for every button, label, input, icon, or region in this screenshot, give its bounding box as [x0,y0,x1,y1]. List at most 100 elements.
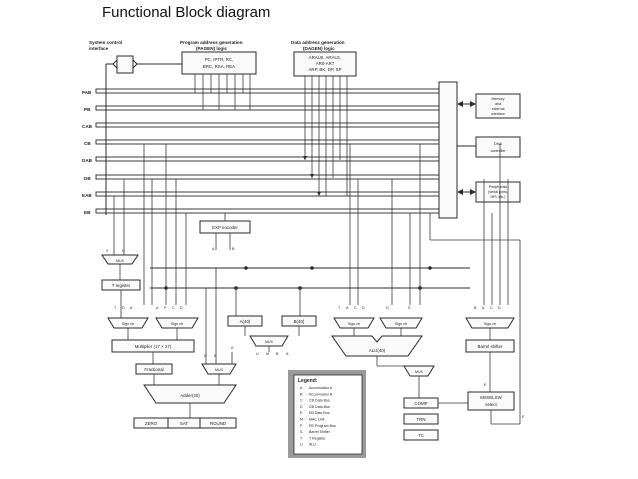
bus-cab: CAB [82,122,440,129]
svg-text:T register: T register [112,283,131,288]
comp-mux: MUX [377,365,435,398]
svg-text:EB: EB [84,210,91,215]
bus-eb: EB [84,208,440,215]
svg-text:DMA: DMA [494,142,503,146]
svg-text:TRN: TRN [416,417,425,422]
legend-description: PB Program Bus [309,424,336,428]
tc-block: TC [403,429,439,441]
svg-text:BRC, RSA, REA: BRC, RSA, REA [203,64,235,69]
svg-text:Adder(40): Adder(40) [180,393,200,398]
data-address-label-2: (DAGEN) logic [303,46,335,51]
svg-text:B: B [214,354,217,358]
svg-text:ROUND: ROUND [210,421,226,426]
svg-text:A: A [156,306,159,310]
legend-description: T Register [309,436,326,440]
svg-text:C: C [172,306,175,310]
pagen-bus-connections [194,74,251,110]
svg-text:M: M [266,352,269,356]
svg-text:PAB: PAB [82,90,92,95]
svg-text:D: D [180,306,183,310]
legend-description: CB Data Bus [309,399,330,403]
accumulator-mux: MUX U M B A [249,335,289,356]
legend-key: M [300,418,303,422]
svg-text:A: A [231,346,234,350]
legend-key: S [300,430,303,434]
svg-text:ALU(40): ALU(40) [369,348,386,353]
svg-text:DB: DB [84,176,91,181]
barrel-shifter-block: Barrel shifter [465,339,515,392]
legend-description: Barrel Shifter [309,430,331,434]
svg-text:Barrel shifter: Barrel shifter [478,344,503,349]
svg-text:D: D [386,306,389,310]
exp-encoder-block: EXP encoder A B [199,213,251,251]
svg-text:Peripherals: Peripherals [489,185,507,189]
trn-block: TRN [403,413,439,425]
adder-mux: A B A MUX [201,268,237,385]
svg-text:DAB: DAB [82,158,93,163]
svg-text:D: D [122,306,125,310]
svg-text:COMP: COMP [414,401,427,406]
svg-text:A: A [130,306,133,310]
alu-sign-ctr-right: D S Sign ctr [379,306,423,329]
svg-text:A: A [346,306,349,310]
svg-text:Sign ctr: Sign ctr [484,322,497,326]
accumulator-a: A(40) [227,315,263,336]
svg-text:A: A [482,306,485,310]
adder-block: Adder(40) [143,384,237,418]
legend-key: P [300,424,303,428]
svg-text:MUX: MUX [116,259,125,263]
svg-text:and: and [495,102,501,106]
bus-feed-lines [113,144,521,410]
program-address-label-1: Program address generation [180,40,243,45]
svg-text:E: E [484,383,487,387]
legend-description: DB Data Bus [309,405,330,409]
accumulator-b: B(40) [281,315,317,336]
legend-key: B [300,392,303,396]
svg-text:Sign ctr: Sign ctr [348,322,361,326]
svg-text:MUX: MUX [215,368,224,372]
comp-block: COMP [403,397,468,409]
svg-text:EAB: EAB [82,193,92,198]
legend-key: A [300,386,303,390]
fractional-block: Fractional [135,363,173,385]
e-bus-return: E E [484,383,525,425]
svg-text:A: A [204,354,207,358]
svg-text:C: C [490,306,493,310]
svg-text:AR0-AR7: AR0-AR7 [316,61,335,66]
svg-text:TC: TC [418,433,424,438]
data-address-label-1: Data address generation [291,40,345,45]
bus-pb: PB [84,105,440,112]
svg-text:interface: interface [491,112,505,116]
system-control-label-2: interface [89,46,109,51]
dagen-logic-box: ARAU0, ARAU1, AR0-AR7 ARP, BK, DP, SP [293,51,357,77]
svg-text:ARP, BK, DP, SP: ARP, BK, DP, SP [308,67,341,72]
svg-text:D: D [122,249,125,253]
dagen-bus-connections [303,76,348,196]
svg-text:(serial ports,: (serial ports, [488,190,508,194]
legend-description: Accumulator A [309,386,333,390]
alu-sign-ctr-left: T A C D Sign ctr [333,306,375,329]
svg-text:D: D [498,306,501,310]
treg-mux: X D MUX [101,249,139,280]
svg-text:B: B [474,306,477,310]
peripherals-block: Peripherals (serial ports, HPI, etc.) [475,181,521,203]
bus-eab: EAB [82,191,440,198]
svg-text:Sign ctr: Sign ctr [171,322,184,326]
svg-text:Multiplier (17 × 17): Multiplier (17 × 17) [135,344,172,349]
mac-sign-ctr-left: T D A A Sign ctr [107,306,159,329]
svg-text:controller: controller [491,149,507,153]
legend-key: U [300,443,303,447]
legend-key: D [300,405,303,409]
legend-description: Accumulator B [309,392,333,396]
msw-lsw-select-block: MSW/LSW select [467,391,515,424]
svg-text:A: A [286,352,289,356]
svg-text:Memory: Memory [492,97,505,101]
svg-text:P: P [164,306,167,310]
mac-sign-ctr-right: P C D Sign ctr [155,306,199,329]
svg-text:EXP encoder: EXP encoder [212,225,238,230]
bus-interface-column [438,81,476,219]
svg-text:CB: CB [84,141,91,146]
alu-block: ALU(40) [331,335,423,366]
